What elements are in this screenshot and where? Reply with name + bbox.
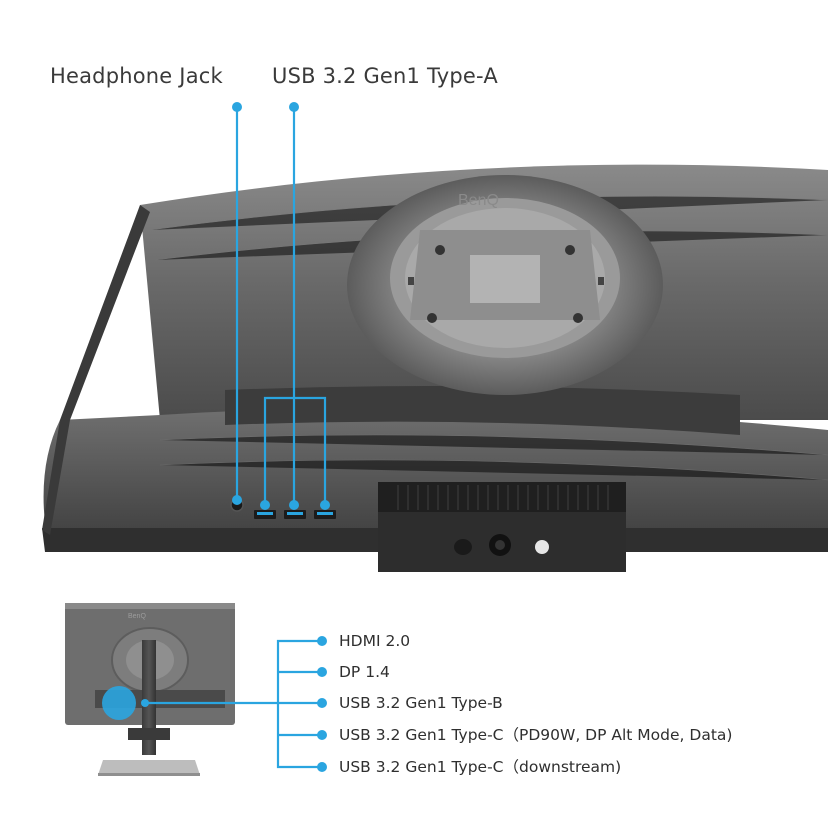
port-label-usb-type-c-pd: USB 3.2 Gen1 Type-C（PD90W, DP Alt Mode, … [339,726,733,744]
port-label-usb-type-c-downstream: USB 3.2 Gen1 Type-C（downstream) [339,758,622,776]
port-label-dp: DP 1.4 [339,663,390,681]
svg-text:BenQ: BenQ [128,613,146,620]
usb-type-a-label: USB 3.2 Gen1 Type-A [272,64,498,88]
port-label-hdmi: HDMI 2.0 [339,632,411,650]
headphone-jack-label: Headphone Jack [50,64,223,88]
brand-logo: BenQ [458,192,499,209]
port-label-usb-type-b: USB 3.2 Gen1 Type-B [339,694,503,712]
thumbnail-monitor: BenQ [65,603,235,776]
